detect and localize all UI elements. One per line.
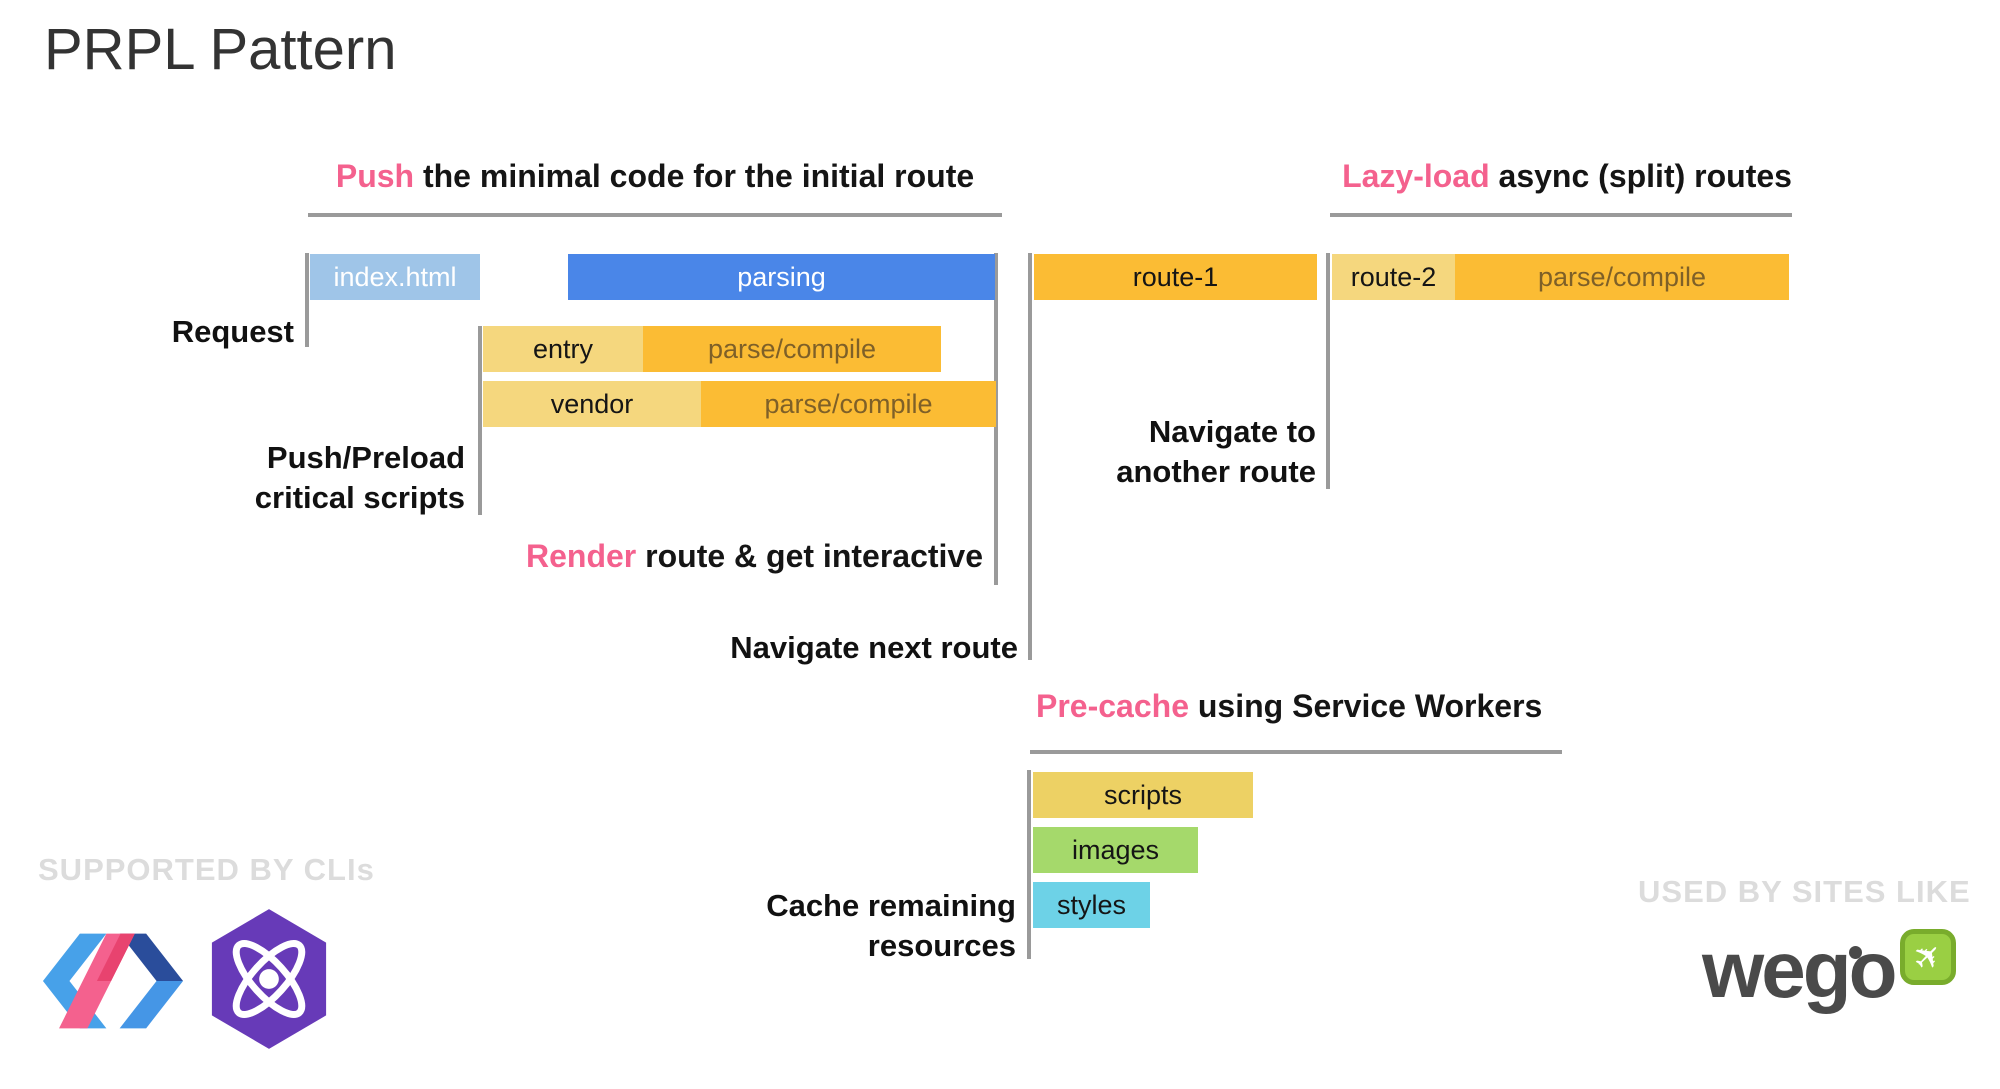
push-section-header: Push the minimal code for the initial ro… [308,158,1002,195]
push-header-rest: the minimal code for the initial route [414,158,975,194]
wego-badge: ✈ [1900,929,1956,985]
wego-wordmark: wego [1702,925,1897,1014]
render-keyword: Render [526,538,637,574]
wego-logo: wego ✈ [1702,918,1982,1058]
route-2-bar: route-2 [1332,254,1455,300]
navigate-next-tick-line [1028,253,1032,660]
push-preload-line1: Push/Preload [266,440,465,475]
push-section-rule [308,213,1002,217]
pre-cache-section-header: Pre-cache using Service Workers [1036,688,1576,725]
push-preload-label: Push/Preload critical scripts [120,438,465,518]
route-2-parse-compile-bar: parse/compile [1455,254,1789,300]
pre-cache-keyword: Pre-cache [1036,688,1189,724]
page-title: PRPL Pattern [44,17,397,82]
entry-bar: entry [483,326,643,372]
request-label: Request [171,314,294,349]
navigate-another-line1: Navigate to [1148,414,1316,449]
navigate-another-label: Navigate to another route [1020,412,1316,492]
images-bar: images [1033,827,1198,873]
navigate-another-tick-line [1326,253,1330,489]
push-preload-tick-line [478,326,482,515]
index-html-bar: index.html [310,254,480,300]
cache-remaining-label: Cache remaining resources [660,886,1016,966]
navigate-another-line2: another route [1116,454,1316,489]
pre-cache-section-rule [1030,750,1562,754]
used-by-sites-caption: USED BY SITES LIKE [1638,874,1971,909]
wego-dot [1849,946,1862,959]
cache-remaining-line1: Cache remaining [766,888,1016,923]
navigate-next-label: Navigate next route [730,630,1018,665]
route-1-bar: route-1 [1034,254,1317,300]
cache-remaining-line2: resources [867,928,1016,963]
lazy-load-keyword: Lazy-load [1342,158,1490,194]
entry-parse-compile-bar: parse/compile [643,326,941,372]
lazy-load-section-rule [1330,213,1792,217]
parsing-bar: parsing [568,254,995,300]
render-tick-line [994,253,998,585]
render-section-header: Render route & get interactive [500,538,983,575]
supported-by-clis-caption: SUPPORTED BY CLIs [38,852,375,887]
preact-logo [211,909,327,1049]
scripts-bar: scripts [1033,772,1253,818]
wego-plane-icon: ✈ [1904,933,1952,981]
push-preload-line2: critical scripts [254,480,465,515]
lazy-load-header-rest: async (split) routes [1489,158,1792,194]
vendor-parse-compile-bar: parse/compile [701,381,996,427]
push-keyword: Push [335,158,415,194]
styles-bar: styles [1033,882,1150,928]
render-header-rest: route & get interactive [636,538,983,574]
cache-tick-line [1027,770,1031,959]
lazy-load-section-header: Lazy-load async (split) routes [1330,158,1804,195]
pre-cache-header-rest: using Service Workers [1188,688,1543,724]
request-tick-line [305,253,309,347]
polymer-logo [42,933,184,1029]
vendor-bar: vendor [483,381,701,427]
